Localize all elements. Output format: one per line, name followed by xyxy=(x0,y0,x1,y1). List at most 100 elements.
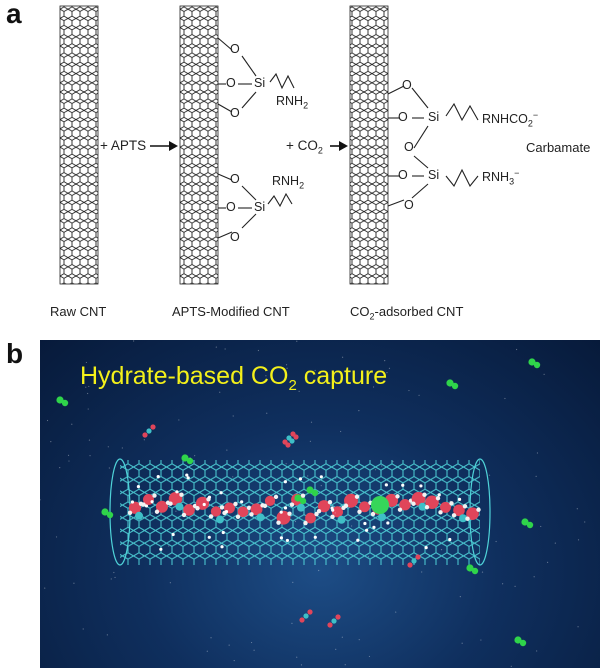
hydrogen-atom xyxy=(476,507,481,512)
speckle xyxy=(421,571,423,573)
hydrogen-atom xyxy=(289,502,295,507)
speckle xyxy=(292,581,294,583)
hydrogen-atom xyxy=(219,491,223,495)
hydrogen-atom xyxy=(141,502,146,507)
hydrogen-atom xyxy=(136,484,141,489)
speckle xyxy=(73,582,75,584)
speckle xyxy=(232,476,234,478)
atom-o: O xyxy=(402,78,412,92)
hydrogen-atom xyxy=(424,505,430,510)
oxygen-atom xyxy=(411,491,426,506)
co2-cnt-tube xyxy=(349,5,389,285)
hydrogen-atom xyxy=(451,513,457,518)
group-rnh2: RNH2 xyxy=(276,94,309,111)
speckle xyxy=(143,439,145,441)
speckle xyxy=(46,419,49,422)
oxygen-atom xyxy=(183,504,195,516)
hydrogen-atom xyxy=(303,520,308,526)
free-molecule xyxy=(446,379,454,387)
hydrogen-atom xyxy=(424,546,428,550)
speckle xyxy=(194,455,196,457)
hydrogen-atom xyxy=(397,507,403,512)
co2-carbon xyxy=(331,618,337,624)
raw-cnt-label: Raw CNT xyxy=(50,304,107,319)
speckle xyxy=(224,348,226,350)
co2-oxygen xyxy=(307,609,313,615)
speckle xyxy=(368,655,371,658)
speckle xyxy=(384,360,386,362)
speckle xyxy=(310,421,313,423)
free-molecule xyxy=(451,382,459,390)
speckle xyxy=(516,348,518,351)
free-molecule xyxy=(61,399,69,407)
free-molecule xyxy=(101,508,109,516)
oxygen-atom xyxy=(466,507,479,521)
apts-lower-bonds xyxy=(217,173,293,239)
carbon-atom xyxy=(297,503,305,512)
hydrogen-atom xyxy=(154,509,160,514)
speckle xyxy=(300,664,303,666)
hydrogen-atom xyxy=(438,510,443,515)
speckle xyxy=(228,644,230,646)
hydrogen-atom xyxy=(384,483,388,487)
hydrogen-atom xyxy=(219,505,225,510)
co2-carbon xyxy=(303,613,309,619)
atom-o: O xyxy=(230,106,240,120)
hydrogen-atom xyxy=(327,500,333,505)
oxygen-atom xyxy=(264,495,276,506)
carbon-atom xyxy=(256,513,265,522)
co2-carbon xyxy=(289,438,295,444)
speckle xyxy=(298,390,300,392)
speckle xyxy=(341,356,344,358)
speckle xyxy=(226,449,228,451)
hydrogen-atom xyxy=(207,535,211,539)
atom-o: O xyxy=(398,168,408,182)
co2-oxygen xyxy=(142,432,148,438)
atom-o: O xyxy=(398,110,408,124)
speckle xyxy=(341,636,343,638)
panel-b-title: Hydrate-based CO2 capture xyxy=(80,362,388,394)
hydrogen-atom xyxy=(283,506,288,510)
hydrogen-atom xyxy=(449,501,454,506)
carbon-atom xyxy=(135,511,143,520)
hydrogen-atom xyxy=(276,520,281,525)
hydrogen-atom xyxy=(354,494,360,499)
hydrogen-atom xyxy=(175,490,179,494)
free-molecule xyxy=(528,358,536,366)
hydrogen-atom xyxy=(465,516,470,521)
speckle xyxy=(584,521,586,523)
free-molecule xyxy=(311,489,319,497)
speckle xyxy=(540,525,542,528)
hydrogen-atom xyxy=(156,474,160,479)
atom-si: Si xyxy=(254,76,266,90)
hydrogen-atom xyxy=(144,504,149,508)
oxygen-atom xyxy=(331,506,344,518)
carbon-atom xyxy=(418,502,427,511)
hydrogen-atom xyxy=(343,503,349,508)
speckle xyxy=(495,540,497,543)
co2-oxygen xyxy=(299,617,305,623)
speckle xyxy=(502,583,504,585)
speckle xyxy=(504,397,506,400)
speckle xyxy=(449,500,451,503)
hydrogen-atom xyxy=(372,525,376,529)
hydrogen-atom xyxy=(127,510,133,515)
speckle xyxy=(281,559,283,561)
free-molecules xyxy=(40,340,586,667)
hydrate-molecules xyxy=(127,473,481,551)
hydrogen-atom xyxy=(249,512,254,517)
oxygen-atom xyxy=(359,501,370,513)
speckle xyxy=(577,626,579,628)
speckle xyxy=(480,639,482,641)
hydrogen-atom xyxy=(448,537,452,542)
hydrogen-atom xyxy=(171,532,175,537)
hydrogen-atom xyxy=(419,484,423,488)
speckle xyxy=(219,391,221,393)
guest-co2-molecule xyxy=(371,496,389,514)
speckle xyxy=(106,634,108,636)
speckle xyxy=(265,375,267,377)
arrow-1-head xyxy=(169,141,178,151)
hydrogen-atom xyxy=(208,514,214,519)
atom-si: Si xyxy=(428,168,440,182)
speckle xyxy=(55,536,58,538)
